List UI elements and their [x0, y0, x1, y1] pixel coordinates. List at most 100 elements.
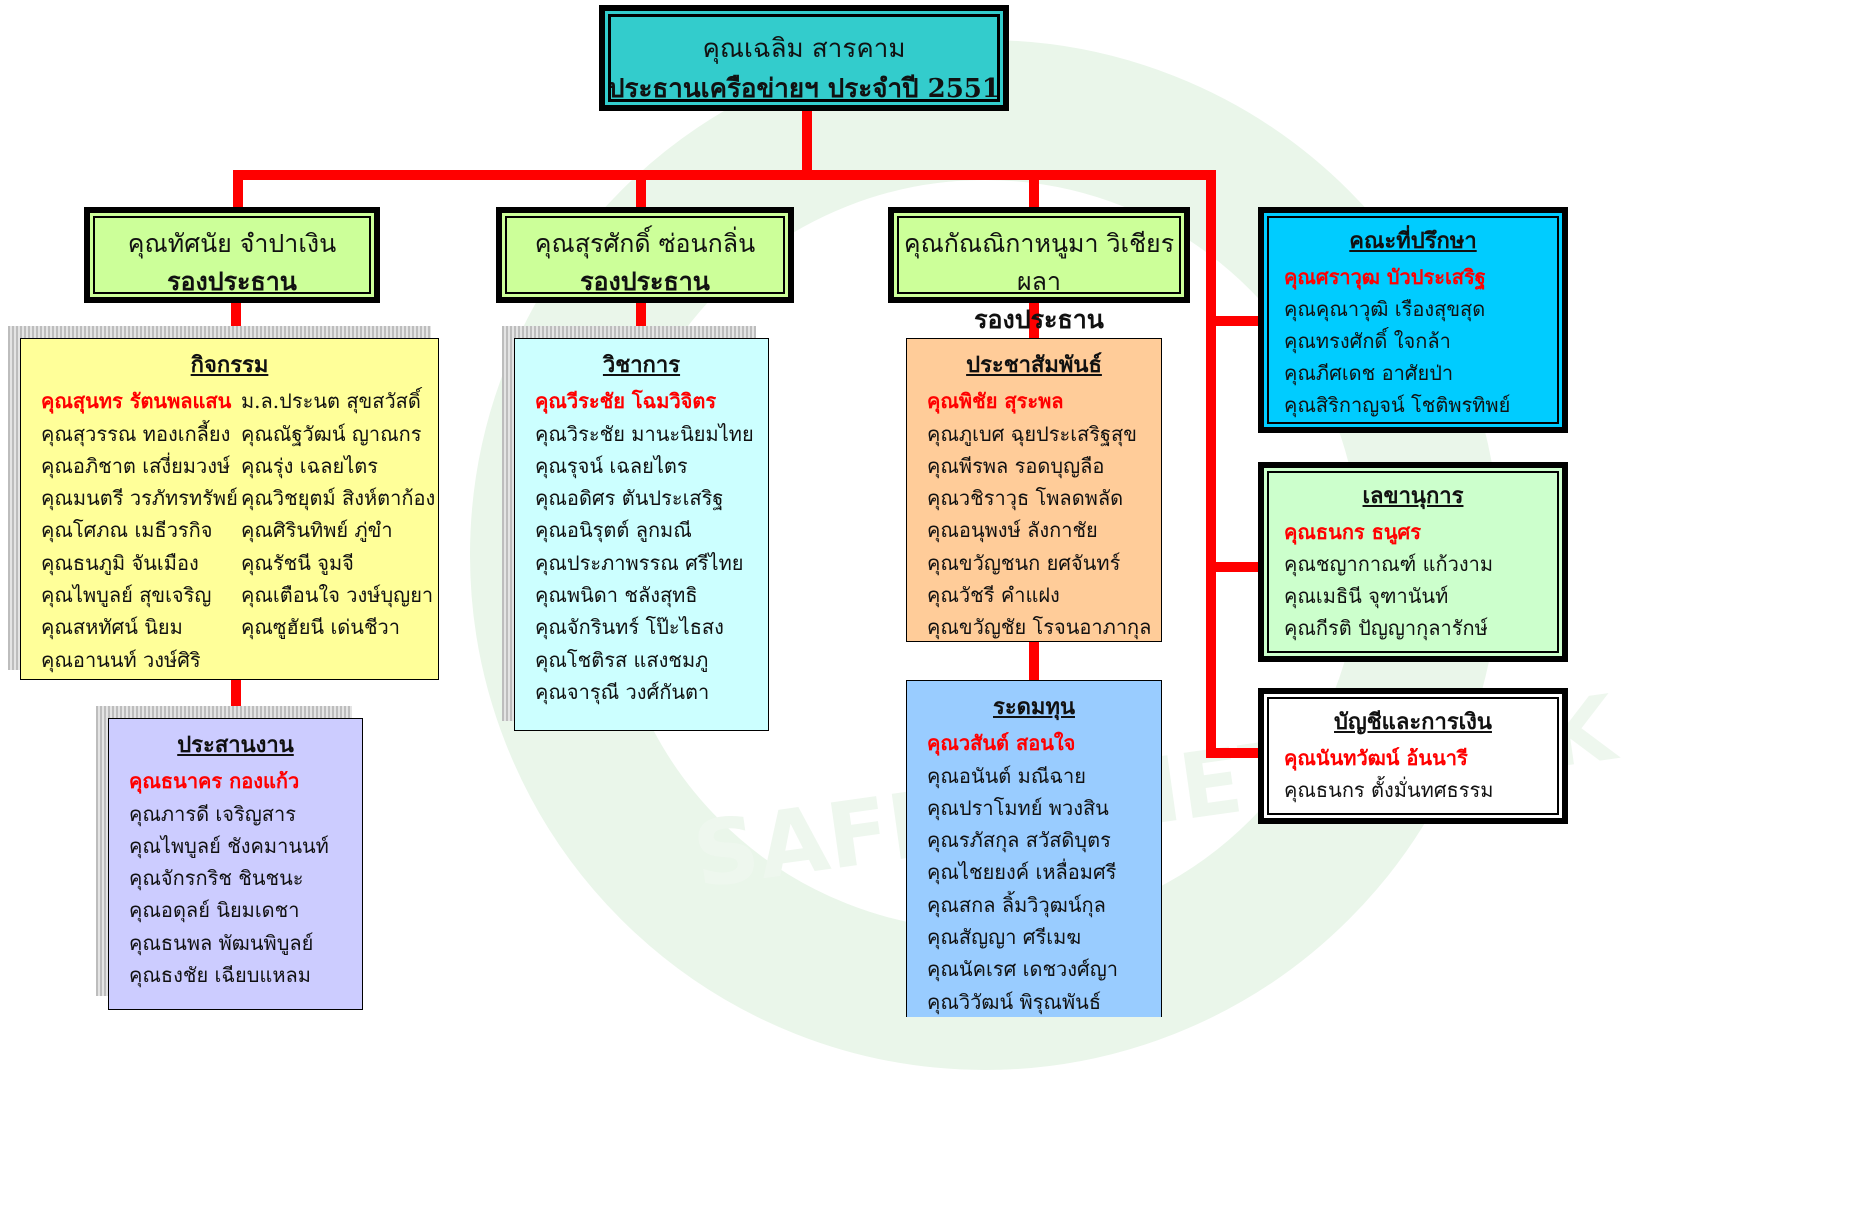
- coordination-member: คุณอดุลย์ นิยมเดชา: [129, 898, 300, 923]
- pr-title: ประชาสัมพันธ์: [966, 352, 1102, 378]
- activities-member: คุณอานนท์ วงษ์ศิริ: [41, 647, 201, 672]
- connector-side-vertical: [1206, 170, 1216, 758]
- secretary-title: เลขานุการ: [1362, 483, 1464, 509]
- connector-top-vertical: [802, 108, 812, 174]
- fund-member: คุณปราโมทย์ พวงสิน: [927, 795, 1109, 820]
- vp-name: คุณทัศนัย จำปาเงิน: [127, 229, 337, 258]
- advisor-member: คุณทรงศักดิ์ ใจกล้า: [1284, 329, 1451, 353]
- pr-member: คุณขวัญชนก ยศจันทร์: [927, 550, 1121, 575]
- academic-member: คุณพนิดา ชลังสุทธิ: [535, 583, 698, 608]
- advisor-member: คุณคุณาวุฒิ เรืองสุขสุด: [1284, 297, 1486, 321]
- finance-member: คุณนันทวัฒน์ อ้นนารี: [1284, 746, 1468, 770]
- connector-vp3-drop: [1029, 170, 1039, 212]
- activities-member: ม.ล.ประนต สุขสวัสดิ์: [241, 389, 421, 414]
- finance-box: บัญชีและการเงิน คุณนันทวัฒน์ อ้นนารี คุณ…: [1258, 688, 1568, 824]
- pr-member: คุณวัชรี คำแฝง: [927, 583, 1060, 608]
- fund-member: คุณสัญญา ศรีเมฆ: [927, 925, 1082, 950]
- advisor-member: คุณสิริกาญจน์ โชติพรทิพย์: [1284, 393, 1511, 417]
- fund-member: คุณสกล ลิ้มวิวุฒน์กุล: [927, 892, 1106, 917]
- activities-member: คุณไพบูลย์ สุขเจริญ: [41, 583, 212, 608]
- academic-member: คุณประภาพรรณ ศรีไทย: [535, 550, 744, 575]
- pr-member: คุณภูเบศ ฉุยประเสริฐสุข: [927, 421, 1137, 446]
- activities-member: คุณศิรินทิพย์ ภู่ขำ: [241, 518, 393, 543]
- advisors-title: คณะที่ปรึกษา: [1349, 228, 1477, 254]
- activities-member: คุณอภิชาต เสงี่ยมวงษ์: [41, 453, 231, 478]
- coordination-member: คุณจักรกริช ชินชนะ: [129, 866, 304, 891]
- academic-member: คุณวีระชัย โฉมวิจิตร: [535, 389, 717, 414]
- connector-fund: [1029, 640, 1039, 682]
- advisors-box: คณะที่ปรึกษา คุณศราวุฒ บัวประเสริฐ คุณคุ…: [1258, 207, 1568, 433]
- coordination-member: คุณไพบูลย์ ชังคมานนท์: [129, 833, 329, 858]
- vp-title: รองประธาน: [167, 267, 297, 296]
- academic-panel: วิชาการ คุณวีระชัย โฉมวิจิตร คุณวิระชัย …: [514, 338, 769, 731]
- activities-panel: กิจกรรม คุณสุนทร รัตนพลแสน คุณสุวรรณ ทอง…: [20, 338, 439, 680]
- academic-member: คุณอนิรุตต์ ลูกมณี: [535, 518, 692, 543]
- vp-box-3: คุณกัณณิกาหนูมา วิเชียรผลา รองประธาน: [888, 207, 1190, 334]
- fund-member: คุณวสันต์ สอนใจ: [927, 731, 1076, 756]
- academic-member: คุณอดิศร ตันประเสริฐ: [535, 486, 724, 511]
- connector-main-horizontal: [233, 170, 1216, 180]
- vp-name: คุณสุรศักดิ์ ซ่อนกลิ่น: [534, 229, 756, 258]
- activities-member: คุณมนตรี วรภัทรทรัพย์: [41, 486, 238, 511]
- activities-member: คุณโศภณ เมธีวรกิจ: [41, 518, 213, 543]
- secretary-member: คุณเมธินี จุฑานันท์: [1284, 584, 1449, 608]
- connector-academic: [636, 298, 646, 342]
- activities-member: คุณธนภูมิ จันเมือง: [41, 550, 199, 575]
- fund-member: คุณอนันต์ มณีฉาย: [927, 763, 1086, 788]
- coordination-panel: ประสานงาน คุณธนาคร กองแก้ว คุณภารดี เจริ…: [108, 718, 363, 1010]
- vp-box-1: คุณทัศนัย จำปาเงิน รองประธาน: [84, 207, 380, 303]
- secretary-member: คุณกีรติ ปัญญากุลารักษ์: [1284, 616, 1488, 640]
- finance-member: คุณธนกร ตั้งมั่นทศธรรม: [1284, 778, 1494, 802]
- academic-member: คุณโชติรส แสงชมภู: [535, 647, 709, 672]
- connector-advisors: [1206, 316, 1262, 326]
- finance-title: บัญชีและการเงิน: [1334, 709, 1492, 735]
- vp-title: รองประธาน: [974, 305, 1104, 334]
- academic-title: วิชาการ: [602, 352, 681, 378]
- pr-panel: ประชาสัมพันธ์ คุณพิชัย สุระพล คุณภูเบศ ฉ…: [906, 338, 1162, 642]
- vp-box-2: คุณสุรศักดิ์ ซ่อนกลิ่น รองประธาน: [496, 207, 794, 303]
- president-title: ประธานเครือข่ายฯ ประจำปี 2551: [608, 74, 1000, 104]
- activities-member: คุณซูฮัยนี เด่นชีวา: [241, 615, 400, 640]
- activities-member: คุณสุนทร รัตนพลแสน: [41, 389, 232, 414]
- connector-coordination: [231, 678, 241, 720]
- pr-member: คุณวชิราวุธ โพลดพลัด: [927, 486, 1124, 511]
- academic-member: คุณรุจน์ เฉลยไตร: [535, 453, 688, 478]
- fund-member: คุณไชยยงค์ เหลื่อมศรี: [927, 860, 1117, 885]
- vp-title: รองประธาน: [580, 267, 710, 296]
- secretary-member: คุณชญากาณฑ์ แก้วงาม: [1284, 552, 1494, 576]
- advisor-member: คุณศราวุฒ บัวประเสริฐ: [1284, 265, 1486, 289]
- coordination-member: คุณธงชัย เฉียบแหลม: [129, 963, 311, 988]
- connector-pr: [1029, 298, 1039, 340]
- fund-title: ระดมทุน: [993, 694, 1075, 720]
- activities-member: คุณรุ่ง เฉลยไตร: [241, 453, 379, 478]
- vp-name: คุณกัณณิกาหนูมา วิเชียรผลา: [903, 229, 1175, 296]
- pr-member: คุณอนุพงษ์ ลังกาชัย: [927, 518, 1098, 543]
- secretary-member: คุณธนกร ธนูศร: [1284, 520, 1421, 544]
- activities-member: คุณสหทัศน์ นิยม: [41, 615, 183, 640]
- president-name: คุณเฉลิม สารคาม: [702, 34, 906, 64]
- pr-member: คุณพิชัย สุระพล: [927, 389, 1064, 414]
- academic-member: คุณจารุณี วงศ์กันตา: [535, 679, 710, 704]
- fund-member: คุณนัคเรศ เดชวงศ์ญา: [927, 957, 1118, 982]
- activities-member: คุณเตือนใจ วงษ์บุญยา: [241, 583, 434, 608]
- fund-member: คุณรภัสกุล สวัสดิบุตร: [927, 828, 1111, 853]
- activities-member: คุณรัชนี จูมจี: [241, 550, 354, 575]
- coordination-member: คุณธนพล พัฒนพิบูลย์: [129, 930, 314, 955]
- president-box: คุณเฉลิม สารคาม ประธานเครือข่ายฯ ประจำปี…: [599, 5, 1009, 111]
- activities-member: คุณสุวรรณ ทองเกลี้ยง: [41, 421, 231, 446]
- connector-activities: [231, 298, 241, 342]
- coordination-member: คุณภารดี เจริญสาร: [129, 801, 296, 826]
- activities-member: คุณณัฐวัฒน์ ญาณกร: [241, 421, 422, 446]
- connector-finance: [1206, 748, 1262, 758]
- coordination-title: ประสานงาน: [177, 732, 294, 758]
- pr-member: คุณพีรพล รอดบุญลือ: [927, 453, 1105, 478]
- coordination-member: คุณธนาคร กองแก้ว: [129, 769, 300, 794]
- fund-panel: ระดมทุน คุณวสันต์ สอนใจ คุณอนันต์ มณีฉาย…: [906, 680, 1162, 1017]
- academic-member: คุณจักรินทร์ โป๊ะไธสง: [535, 615, 724, 640]
- activities-member: คุณวิชยุตม์ สิงห์ตาก้อง: [241, 486, 436, 511]
- connector-vp1-drop: [233, 170, 243, 212]
- connector-vp2-drop: [636, 170, 646, 212]
- pr-member: คุณขวัญชัย โรจนอาภากุล: [927, 615, 1152, 640]
- fund-member: คุณวิวัฒน์ พิรุณพันธ์: [927, 989, 1102, 1014]
- academic-member: คุณวิระชัย มานะนิยมไทย: [535, 421, 754, 446]
